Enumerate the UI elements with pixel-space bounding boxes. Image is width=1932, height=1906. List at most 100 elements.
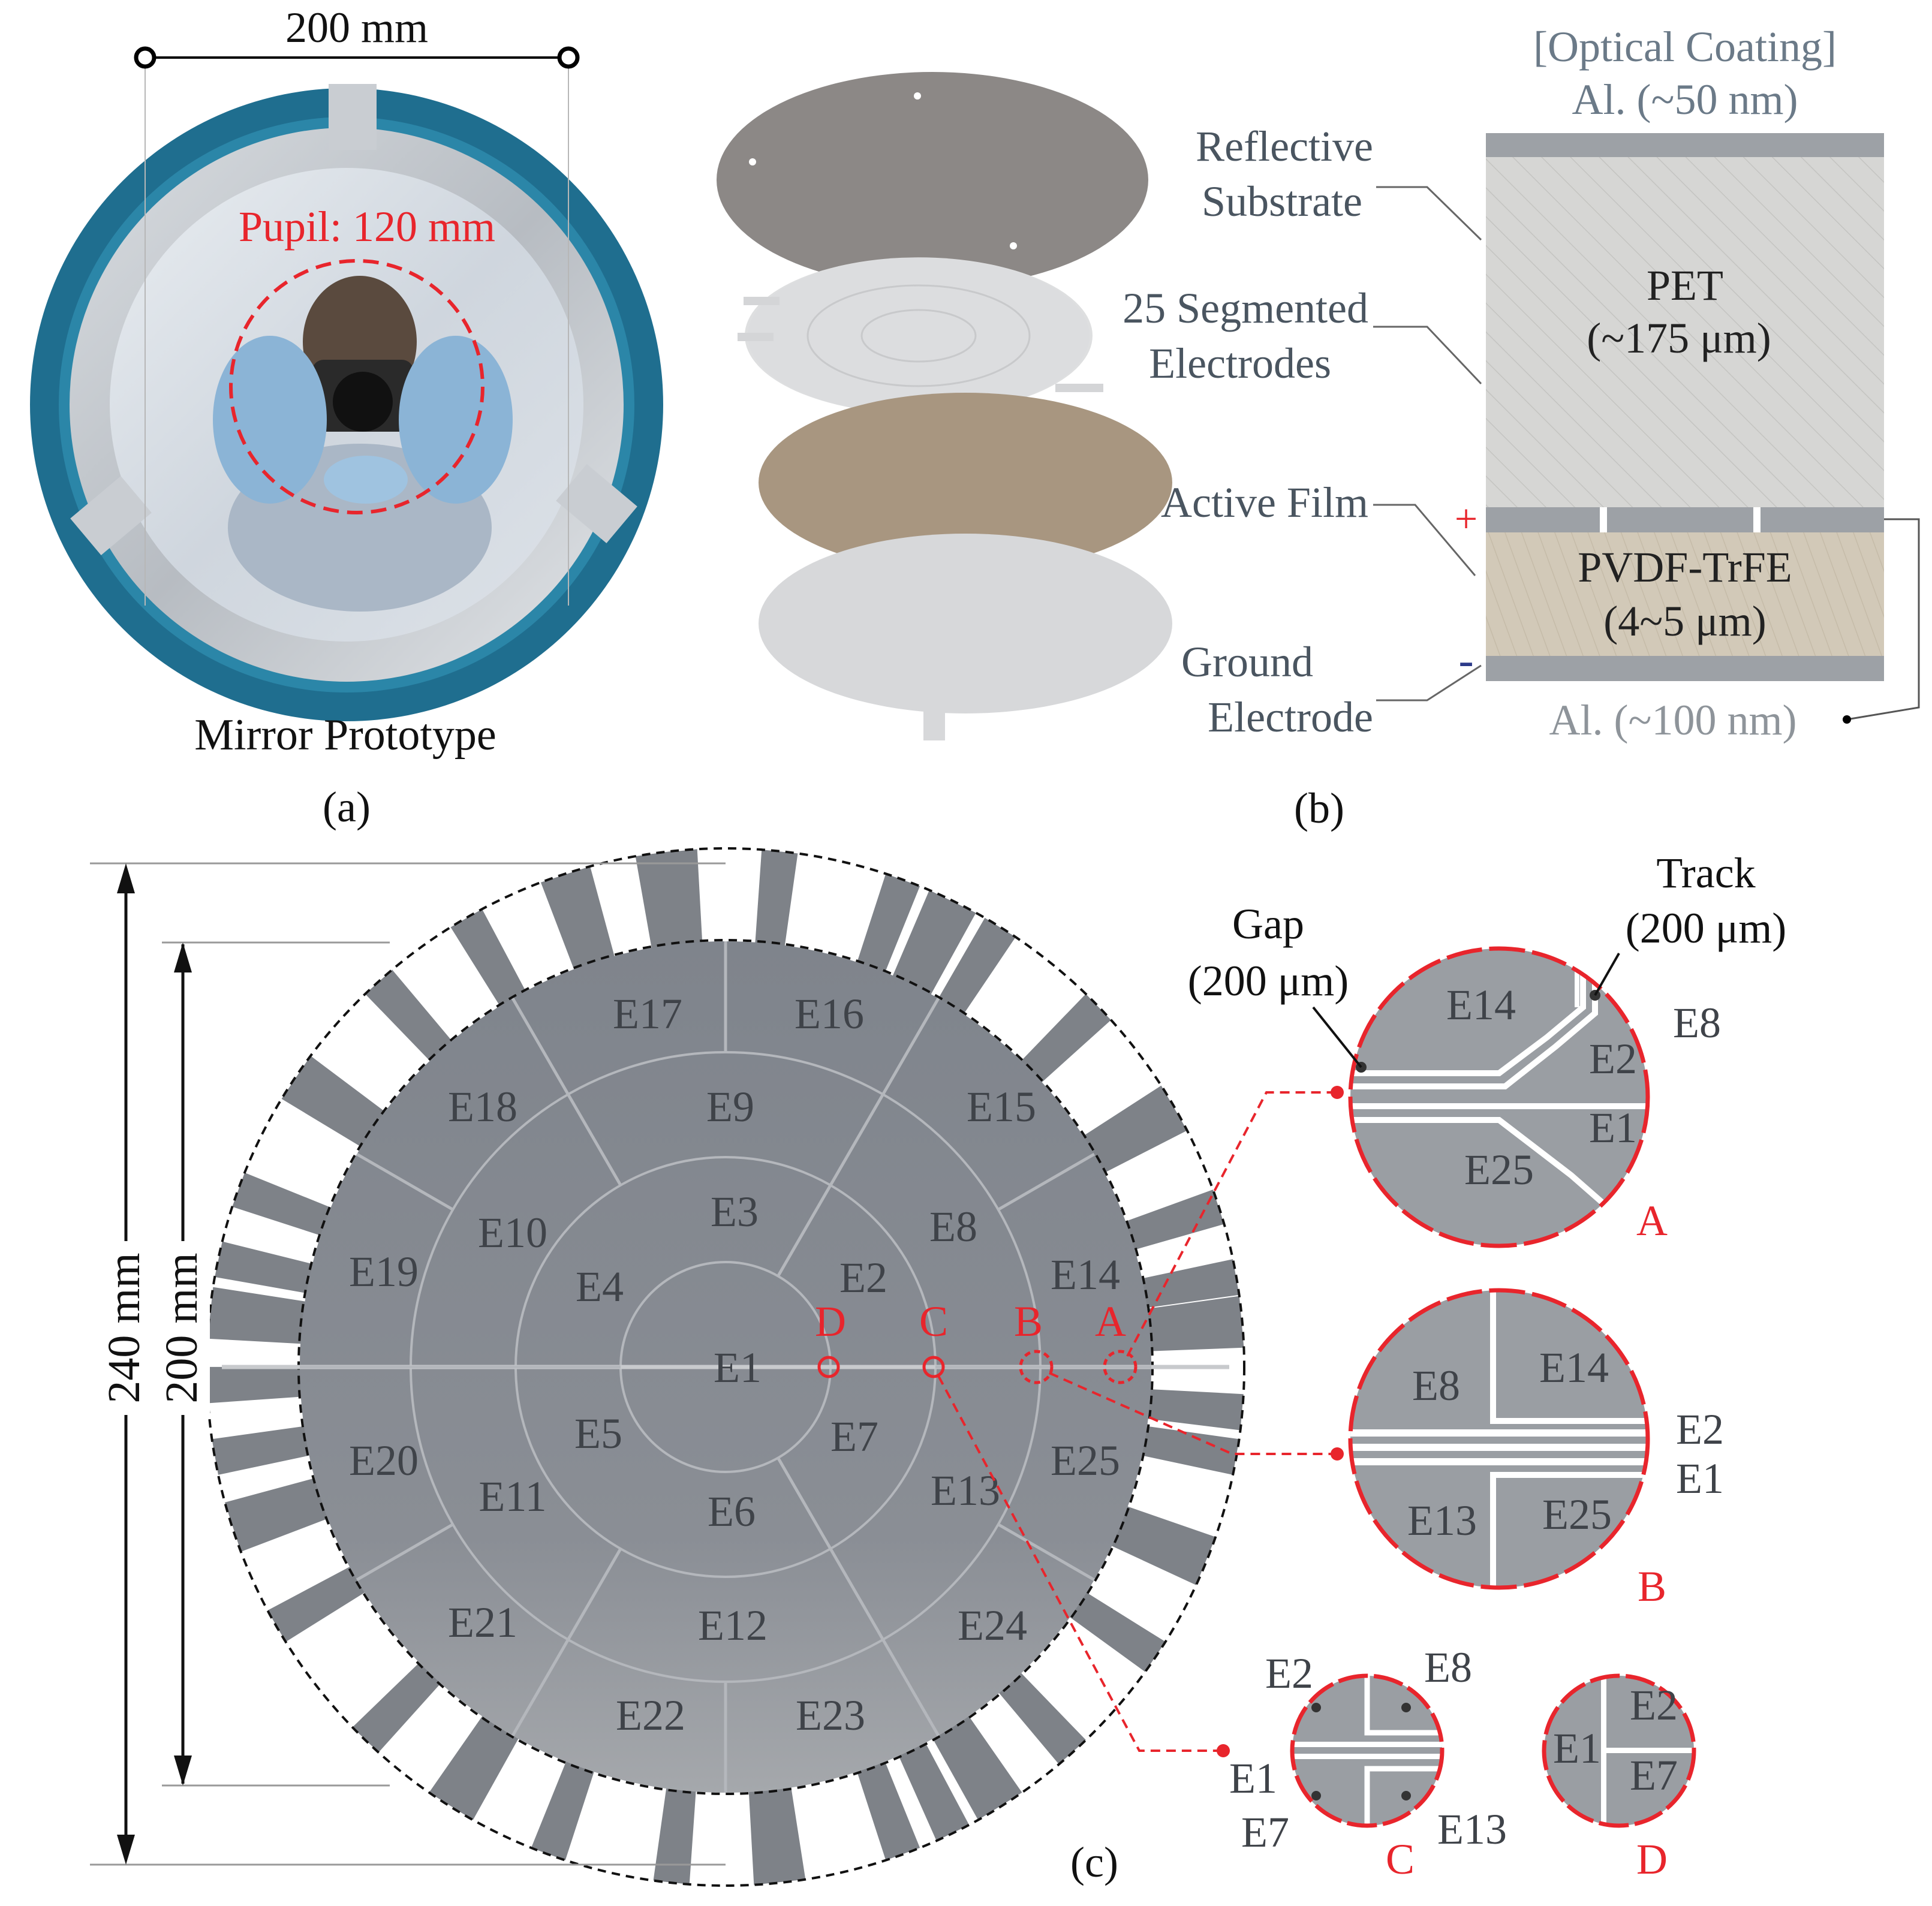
gap-size: (200 μm) xyxy=(1188,957,1349,1005)
electrode-track xyxy=(540,866,618,981)
zoom-letter-b: B xyxy=(1638,1562,1666,1610)
electrode-label-e11: E11 xyxy=(479,1473,546,1520)
sublabel-c: (c) xyxy=(1070,1838,1118,1886)
zoom-letter-a: A xyxy=(1636,1197,1668,1245)
zoom-a-e8: E8 xyxy=(1673,999,1721,1047)
dim-outer-label: 240 mm xyxy=(99,1252,149,1403)
segmented-label-2: Electrodes xyxy=(1149,339,1331,387)
pvdf-thickness: (4~5 μm) xyxy=(1603,597,1767,645)
zoom-view-b xyxy=(1350,1290,1648,1588)
electrode-labels: E1 E2 E3 E4 E5 E6 E7 E8 E9 E10 E11 E12 E… xyxy=(349,990,1120,1739)
electrode-label-e23: E23 xyxy=(796,1691,865,1739)
segmented-electrode-strip xyxy=(1486,507,1884,532)
dimension-end-right xyxy=(557,46,580,69)
ground-strip xyxy=(1486,656,1884,681)
reflective-label-2: Substrate xyxy=(1202,177,1362,225)
face-mask xyxy=(324,456,408,504)
zoom-letters: A B C D xyxy=(1386,1197,1668,1883)
marker-c: C xyxy=(919,1297,948,1345)
left-glove xyxy=(213,336,327,504)
segment-spoke xyxy=(881,997,940,1095)
electrode-track xyxy=(1073,1085,1187,1179)
zoom-letter-d: D xyxy=(1636,1835,1668,1883)
segment-spoke xyxy=(356,1523,454,1582)
plus-sign: + xyxy=(1455,496,1477,541)
electrode-track xyxy=(1136,1389,1244,1431)
track-label: Track xyxy=(1656,849,1755,897)
electrode-track xyxy=(1130,1424,1239,1475)
segmented-label-1: 25 Segmented xyxy=(1123,284,1368,332)
pupil-circle xyxy=(229,259,484,514)
dimension-label: 200 mm xyxy=(285,4,428,52)
marker-letters: A B C D xyxy=(815,1297,1126,1345)
optical-coating-label: [Optical Coating] xyxy=(1533,23,1837,71)
panel-a: 200 mm Pupil: 120 mm Mirror Prototype (a… xyxy=(30,4,663,831)
electrode-track xyxy=(531,1750,598,1860)
electrode-label-e15: E15 xyxy=(967,1083,1036,1131)
zoom-d-e2: E2 xyxy=(1630,1681,1678,1729)
electrode-label-e13: E13 xyxy=(931,1467,1000,1514)
pet-layer xyxy=(1486,157,1884,507)
electrode-label-e20: E20 xyxy=(349,1437,419,1485)
segment-spoke xyxy=(829,1094,884,1187)
zoom-view-d xyxy=(1544,1676,1694,1826)
electrode-track xyxy=(1060,1586,1166,1672)
electrode-track xyxy=(635,851,682,960)
zoom-b-e8: E8 xyxy=(1412,1362,1460,1410)
reflective-substrate-layer xyxy=(717,72,1148,288)
dimension-end-left xyxy=(134,46,157,69)
electrode-label-e24: E24 xyxy=(958,1601,1027,1649)
panel-b: [Optical Coating] Al. (~50 nm) PET (~175… xyxy=(717,23,1920,832)
ground-electrode-layer xyxy=(759,534,1172,713)
zoom-c-e7: E7 xyxy=(1241,1808,1289,1856)
detail-markers xyxy=(817,1350,1137,1384)
zoom-b-e13: E13 xyxy=(1407,1497,1477,1544)
segment-spoke xyxy=(356,1152,454,1211)
electrode-label-e21: E21 xyxy=(448,1598,517,1646)
panel-c: E1 E2 E3 E4 E5 E6 E7 E8 E9 E10 E11 E12 E… xyxy=(90,847,1786,1887)
zoom-a-e1: E1 xyxy=(1589,1104,1637,1152)
sublabel-b: (b) xyxy=(1294,784,1344,832)
dim-inner-label: 200 mm xyxy=(157,1252,207,1403)
electrode-tracks xyxy=(207,849,1244,1885)
electrode-label-e7: E7 xyxy=(830,1413,878,1461)
electrode-track xyxy=(225,1475,339,1552)
segment-spoke xyxy=(997,1523,1096,1582)
segment-spoke xyxy=(511,997,570,1095)
pet-thickness: (~175 μm) xyxy=(1587,314,1771,362)
zoom-a-e2: E2 xyxy=(1589,1035,1637,1083)
segment-spoke xyxy=(777,1184,832,1277)
ground-label-1: Ground xyxy=(1181,638,1313,686)
zoom-d-e1: E1 xyxy=(1553,1724,1601,1772)
electrode-track xyxy=(429,1706,525,1820)
electrode-track xyxy=(932,917,1016,1025)
electrode-track xyxy=(926,1706,1022,1820)
zoom-c-e1: E1 xyxy=(1229,1754,1277,1802)
electrode-label-e2: E2 xyxy=(839,1254,887,1302)
electrode-label-e1: E1 xyxy=(714,1344,762,1392)
mirror-caption: Mirror Prototype xyxy=(194,710,496,760)
zoom-b-e2: E2 xyxy=(1676,1405,1724,1453)
electrode-track xyxy=(207,1287,317,1345)
minus-sign: - xyxy=(1458,635,1473,685)
pupil-label: Pupil: 120 mm xyxy=(239,203,495,251)
zoom-c-e8: E8 xyxy=(1424,1643,1472,1691)
electrode-label-e19: E19 xyxy=(349,1248,419,1296)
segment-spoke xyxy=(567,1547,622,1640)
al-bottom-label: Al. (~100 nm) xyxy=(1549,696,1797,744)
segment-spoke xyxy=(511,1639,570,1737)
electrode-track xyxy=(754,850,798,957)
zoom-labels: E14 E2 E1 E25 E8 E8 E14 E13 E25 E2 E1 E2… xyxy=(1229,981,1724,1856)
segment-spoke xyxy=(881,1639,940,1737)
electrode-label-e4: E4 xyxy=(576,1263,624,1311)
electrode-track xyxy=(853,874,920,984)
pet-name: PET xyxy=(1647,261,1723,309)
electrode-track xyxy=(1135,1296,1244,1352)
electrode-track xyxy=(888,890,976,1005)
marker-d: D xyxy=(815,1297,846,1345)
electrode-track xyxy=(1101,1502,1216,1585)
electrode-label-e8: E8 xyxy=(929,1203,977,1251)
electrode-label-e17: E17 xyxy=(613,990,682,1038)
